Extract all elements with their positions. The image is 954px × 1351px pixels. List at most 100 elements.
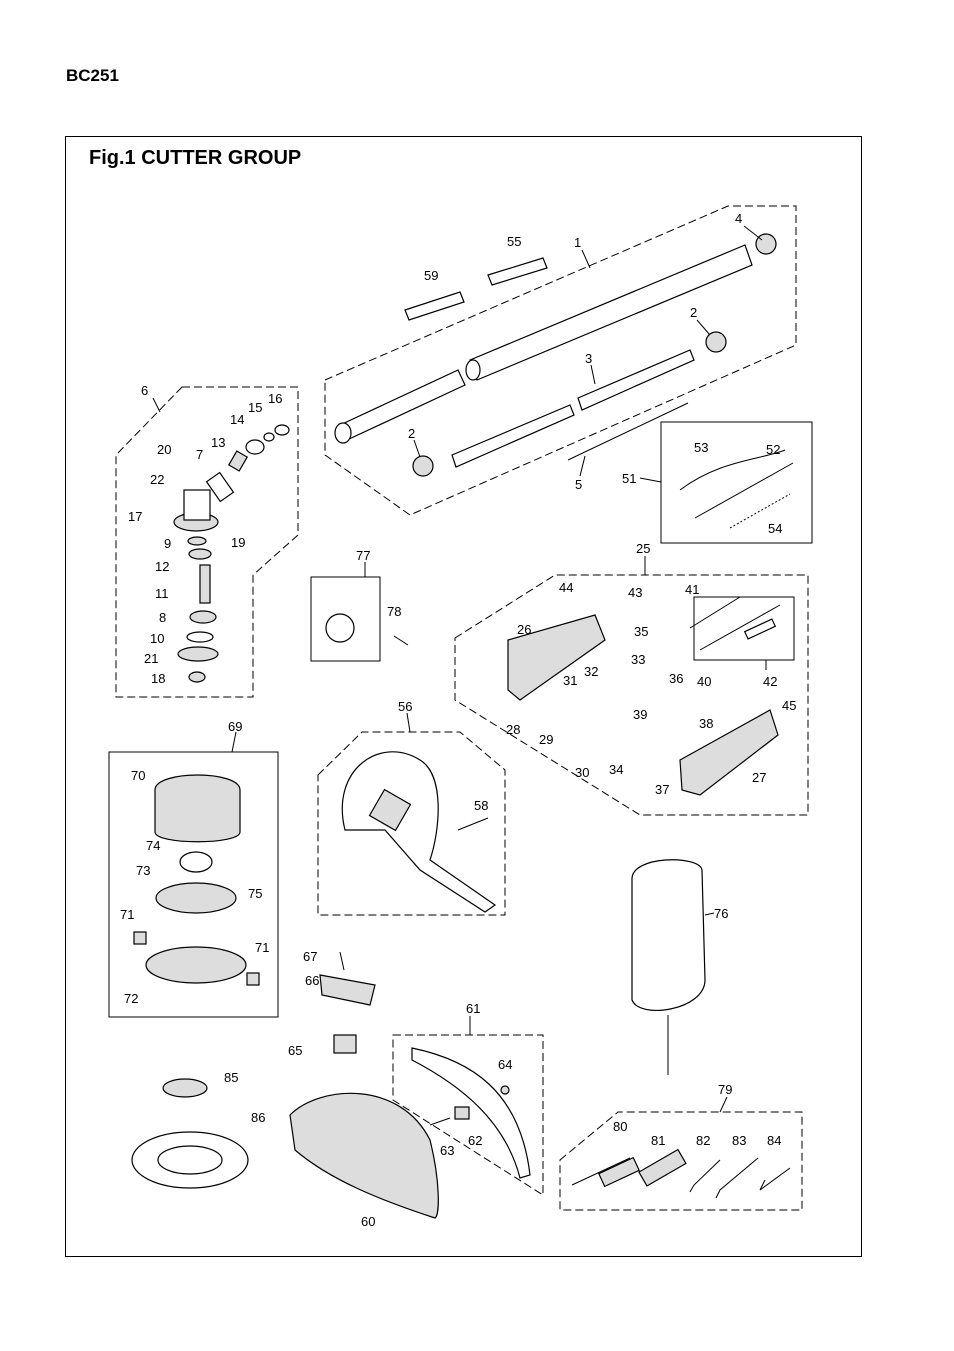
handle-clamp-56: [368, 788, 412, 832]
tool-kit-group-outline: [559, 1111, 803, 1211]
part-label: 63: [440, 1143, 454, 1158]
part-label: 2: [690, 305, 697, 320]
part-label: 62: [468, 1133, 482, 1148]
figure-frame: [65, 136, 862, 1257]
part-label: 83: [732, 1133, 746, 1148]
cable-group-box: [660, 421, 813, 544]
part-label: 43: [628, 585, 642, 600]
cutter-head-group-box: [108, 751, 279, 1018]
part-label: 33: [631, 652, 645, 667]
part-label: 2: [408, 426, 415, 441]
part-label: 34: [609, 762, 623, 777]
eyelet-71-left: [133, 931, 147, 945]
part-label: 30: [575, 765, 589, 780]
nut-18: [188, 671, 206, 683]
bolt-67: [339, 951, 345, 971]
part-label: 59: [424, 268, 438, 283]
part-number-labels: 1 2 2 3 4 5 6 7 8 9 10 11 12 13 14 15 16…: [120, 211, 796, 1229]
part-label: 75: [248, 886, 262, 901]
socket-81: [638, 1148, 687, 1187]
bracket-66: [319, 974, 376, 1006]
part-label: 66: [305, 973, 319, 988]
loop-handle-group-outline: [317, 731, 506, 916]
part-label: 76: [714, 906, 728, 921]
cable-42: [699, 604, 781, 651]
part-label: 81: [651, 1133, 665, 1148]
cable-41: [689, 596, 741, 629]
part-label: 13: [211, 435, 225, 450]
part-label: 14: [230, 412, 244, 427]
part-label: 64: [498, 1057, 512, 1072]
part-label: 5: [575, 477, 582, 492]
part-label: 78: [387, 604, 401, 619]
part-label: 54: [768, 521, 782, 536]
sub-group-42-box: [693, 596, 795, 661]
part-label: 10: [150, 631, 164, 646]
wrench-84: [759, 1167, 791, 1191]
part-label: 71: [255, 940, 269, 955]
guard-60: [289, 1092, 439, 1219]
gear-13: [227, 450, 249, 472]
screw-63: [429, 1117, 451, 1126]
bearing-14: [245, 439, 265, 455]
part-label: 8: [159, 610, 166, 625]
flex-shaft-5: [567, 402, 689, 461]
spring-54: [729, 493, 791, 529]
part-label: 36: [669, 671, 683, 686]
handle-group-outline: [454, 574, 809, 816]
part-label: 61: [466, 1001, 480, 1016]
part-label: 70: [131, 768, 145, 783]
part-label: 18: [151, 671, 165, 686]
part-label: 52: [766, 442, 780, 457]
part-label: 60: [361, 1214, 375, 1229]
shaft-sleeve-55: [487, 257, 548, 286]
bushing-2-top: [705, 331, 727, 353]
part-label: 38: [699, 716, 713, 731]
model-number: BC251: [66, 66, 119, 85]
bearing-12: [188, 548, 212, 560]
receiver-21: [177, 646, 219, 662]
guard-extension-61: [411, 1047, 531, 1179]
clamp-group-box: [310, 576, 381, 662]
bolt-58: [457, 817, 489, 831]
part-label: 44: [559, 580, 573, 595]
clamp-65: [333, 1034, 357, 1054]
part-label: 67: [303, 949, 317, 964]
wrench-84-leg: [759, 1179, 766, 1191]
blade-86-inner: [157, 1145, 223, 1175]
part-label: 53: [694, 440, 708, 455]
cable-53: [679, 449, 786, 491]
leader-lines: [152, 225, 767, 1113]
part-label: 4: [735, 211, 742, 226]
gear-head-group-outline: [115, 386, 299, 698]
part-label: 72: [124, 991, 138, 1006]
cap-4: [755, 233, 777, 255]
part-label: 32: [584, 664, 598, 679]
part-label: 19: [231, 535, 245, 550]
part-label: 58: [474, 798, 488, 813]
part-label: 56: [398, 699, 412, 714]
tool-80: [571, 1157, 631, 1186]
bushing-2-bottom: [412, 455, 434, 477]
part-label: 74: [146, 838, 160, 853]
part-label: 9: [164, 536, 171, 551]
part-label: 3: [585, 351, 592, 366]
cable-52: [694, 462, 794, 519]
part-label: 51: [622, 471, 636, 486]
shoulder-strap-76: [631, 859, 706, 1011]
spool-73: [155, 882, 237, 914]
eyelet-71-right: [246, 972, 260, 986]
spindle-11: [199, 564, 211, 604]
drive-shaft-tube: [334, 244, 753, 444]
part-label: 40: [697, 674, 711, 689]
shaft-sleeve-59: [404, 291, 465, 321]
ring-10: [186, 631, 214, 643]
part-label: 7: [196, 447, 203, 462]
part-label: 17: [128, 509, 142, 524]
part-label: 6: [141, 383, 148, 398]
tool-80-grip: [598, 1156, 640, 1188]
part-label: 39: [633, 707, 647, 722]
part-label: 69: [228, 719, 242, 734]
wrench-82: [689, 1159, 721, 1193]
